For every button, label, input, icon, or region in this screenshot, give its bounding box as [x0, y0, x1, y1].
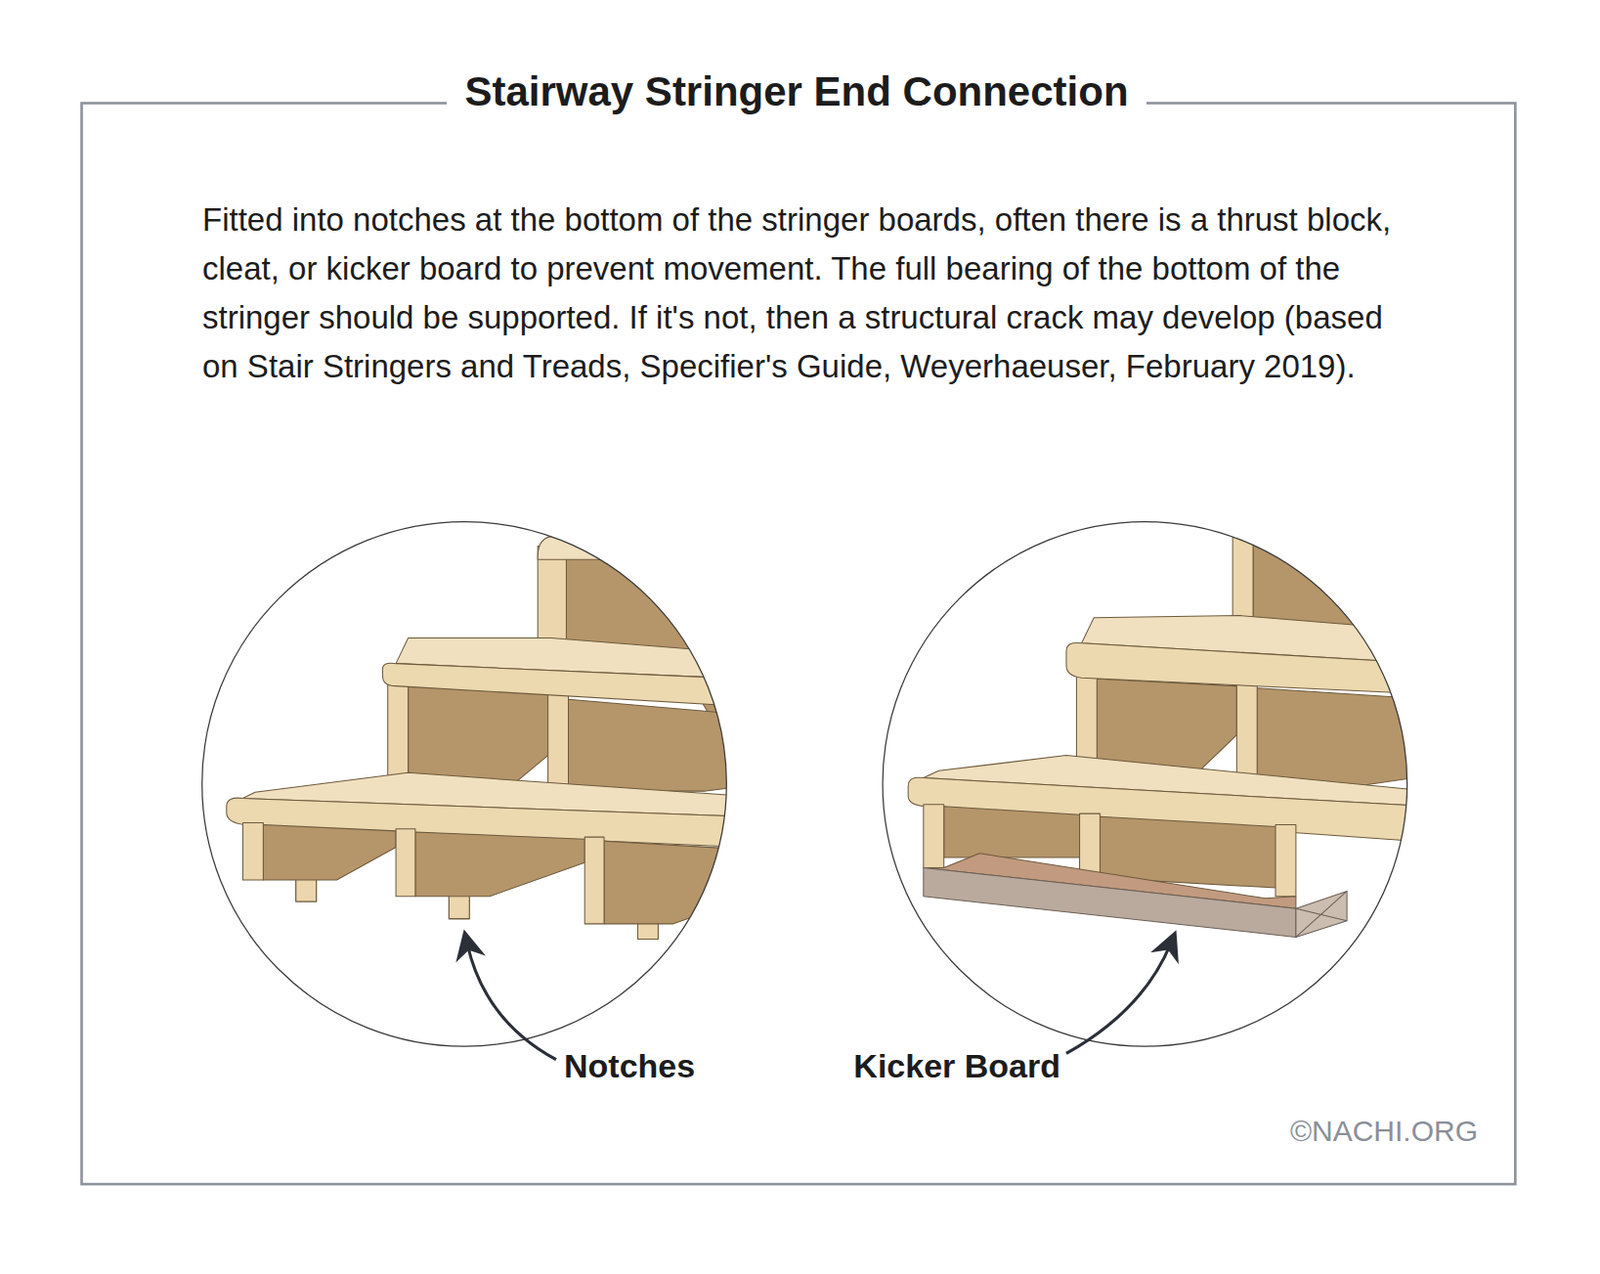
body-text: Fitted into notches at the bottom of the… [202, 195, 1405, 391]
detail-circle [202, 521, 728, 1047]
detail-circle [882, 521, 1408, 1047]
title: Stairway Stringer End Connection [446, 68, 1146, 116]
frame [82, 102, 1516, 1184]
callout-label: Kicker Board [851, 1047, 1063, 1084]
kicker-stringers [908, 530, 1428, 938]
notched-stringers [226, 535, 745, 939]
callout-label: Notches [562, 1047, 697, 1084]
leader-arrow [467, 944, 557, 1060]
watermark: ©NACHI.ORG [1290, 1114, 1478, 1147]
leader-arrow [1066, 944, 1170, 1054]
